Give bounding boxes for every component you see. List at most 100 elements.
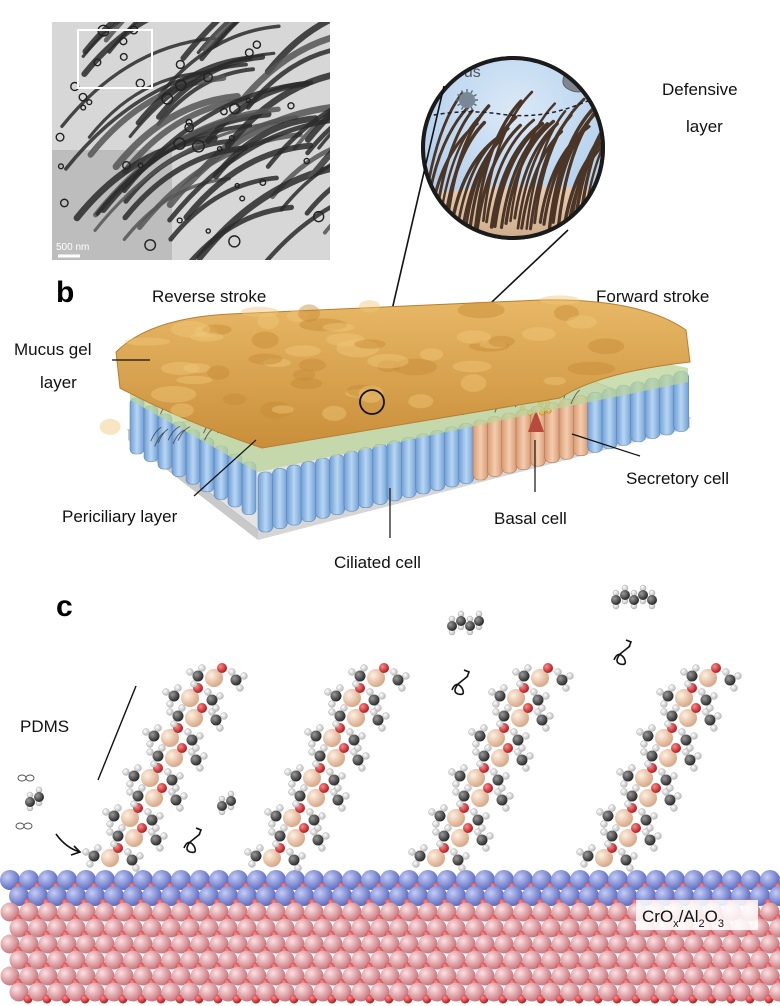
alumina-atom bbox=[0, 966, 20, 986]
inset-cilium bbox=[533, 97, 586, 225]
alumina-atom bbox=[285, 966, 305, 986]
alumina-atom bbox=[9, 918, 29, 938]
tem-cilium-strand bbox=[201, 22, 233, 52]
silicon-atom bbox=[451, 829, 469, 847]
alumina-atom bbox=[275, 982, 295, 1002]
mucus-texture bbox=[322, 405, 347, 421]
oxygen-atom bbox=[503, 743, 513, 753]
alumina-atom bbox=[655, 950, 675, 970]
carbon-atom bbox=[602, 810, 614, 822]
hydrogen-atom bbox=[146, 740, 154, 748]
carbon-atom bbox=[352, 754, 364, 766]
alumina-atom bbox=[532, 934, 552, 954]
alumina-atom bbox=[437, 966, 457, 986]
tem-cross-section bbox=[245, 97, 252, 104]
alumina-atom bbox=[646, 934, 666, 954]
mucus-texture bbox=[99, 418, 121, 435]
ciliated-cell bbox=[458, 423, 474, 484]
carbon-atom bbox=[606, 830, 618, 842]
hydrogen-atom bbox=[366, 688, 374, 696]
alumina-atom bbox=[399, 902, 419, 922]
alumina-atom bbox=[579, 918, 599, 938]
hydrogen-atom bbox=[126, 788, 134, 796]
hydrogen-atom bbox=[244, 848, 252, 856]
carbon-atom bbox=[170, 794, 182, 806]
tem-cross-section bbox=[185, 118, 193, 126]
mucus-texture bbox=[124, 337, 171, 346]
hydrogen-atom bbox=[468, 728, 476, 736]
tem-cilium-strand bbox=[81, 22, 122, 58]
carbon-atom bbox=[492, 774, 504, 786]
alumina-atom bbox=[247, 966, 267, 986]
tem-cilium-strand bbox=[292, 109, 330, 151]
alumina-atom bbox=[47, 982, 67, 1002]
alumina-atom bbox=[304, 902, 324, 922]
adsorb-arrow bbox=[55, 833, 81, 853]
alumina-atom bbox=[769, 918, 780, 938]
hydrogen-atom bbox=[82, 848, 90, 856]
oxygen-atom bbox=[197, 703, 207, 713]
alumina-atom bbox=[266, 902, 286, 922]
pdms-chains bbox=[82, 663, 742, 872]
hydrogen-atom bbox=[390, 668, 398, 676]
alumina-atom bbox=[617, 950, 637, 970]
hydrogen-atom bbox=[196, 764, 204, 772]
silicon-atom bbox=[165, 749, 183, 767]
hydrogen-atom bbox=[456, 800, 464, 808]
alumina-atom bbox=[427, 982, 447, 1002]
silicon-atom bbox=[655, 729, 673, 747]
alumina-atom bbox=[57, 966, 77, 986]
alumina-atom bbox=[266, 934, 286, 954]
oxygen-atom bbox=[711, 663, 721, 673]
hydrogen-atom bbox=[626, 864, 634, 872]
alumina-atom bbox=[437, 934, 457, 954]
carbon-atom bbox=[536, 714, 548, 726]
tem-cross-section bbox=[287, 102, 295, 110]
alumina-atom bbox=[237, 950, 257, 970]
hydrogen-atom bbox=[220, 712, 228, 720]
alumina-atom bbox=[399, 934, 419, 954]
hydrogen-atom bbox=[412, 860, 420, 868]
tem-inset-box bbox=[77, 29, 153, 89]
basal-cell-label: Basal cell bbox=[494, 509, 567, 528]
hydrogen-atom bbox=[336, 684, 344, 692]
mucus-texture bbox=[207, 365, 230, 380]
hydrogen-atom bbox=[338, 804, 346, 812]
alumina-atom bbox=[66, 918, 86, 938]
alumina-atom bbox=[712, 982, 732, 1002]
ciliated-cell bbox=[329, 454, 345, 515]
alumina-atom bbox=[133, 902, 153, 922]
carbon-atom bbox=[152, 750, 164, 762]
alumina-atom bbox=[494, 934, 514, 954]
hydrogen-atom bbox=[156, 812, 164, 820]
tem-cilium-strand bbox=[183, 142, 314, 221]
alumina-atom bbox=[9, 950, 29, 970]
hydrogen-atom bbox=[650, 812, 658, 820]
carbon-atom bbox=[724, 674, 736, 686]
tem-cilium-strand bbox=[166, 104, 330, 209]
periciliary-cilium bbox=[154, 432, 164, 447]
alumina-atom bbox=[570, 902, 590, 922]
hydrogen-atom bbox=[166, 708, 174, 716]
alumina-atom bbox=[513, 934, 533, 954]
hydrogen-atom bbox=[312, 760, 320, 768]
hydrogen-atom bbox=[478, 824, 486, 832]
oxygen-atom bbox=[543, 663, 553, 673]
tem-cross-section bbox=[205, 228, 212, 234]
tem-cross-section bbox=[144, 239, 157, 251]
inset-cilium bbox=[599, 131, 603, 225]
hydrogen-atom bbox=[110, 840, 118, 848]
hydrogen-atom bbox=[86, 860, 94, 868]
carbon-atom bbox=[684, 754, 696, 766]
hydrogen-atom bbox=[618, 848, 626, 856]
hydrogen-atom bbox=[576, 848, 584, 856]
inset-cilium bbox=[569, 123, 603, 221]
alumina-atom bbox=[456, 902, 476, 922]
alumina-atom bbox=[513, 966, 533, 986]
ciliated-cell bbox=[257, 471, 274, 533]
alumina-atom bbox=[446, 982, 466, 1002]
hydrogen-atom bbox=[486, 832, 494, 840]
alumina-atom bbox=[275, 950, 295, 970]
mucus-gel-layer bbox=[115, 299, 691, 449]
silicon-atom bbox=[487, 729, 505, 747]
